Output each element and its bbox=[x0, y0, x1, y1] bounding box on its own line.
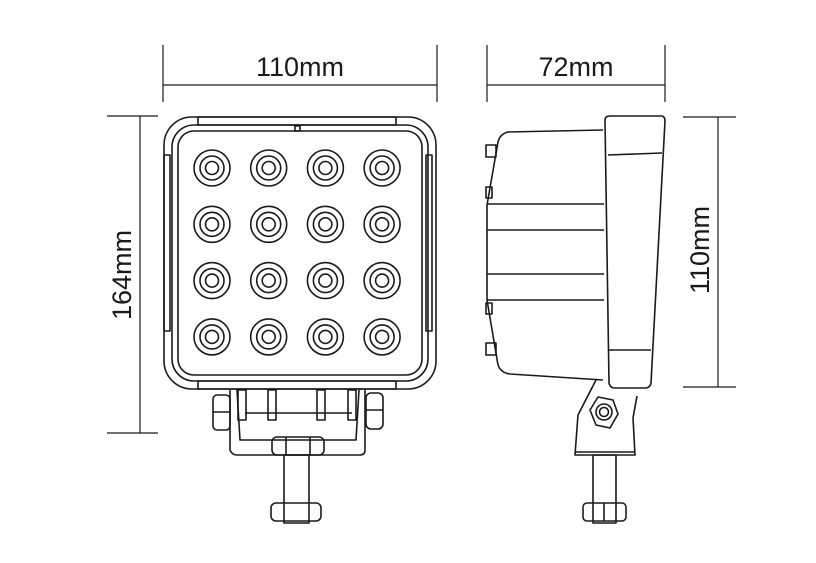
dimension-front-width: 110mm bbox=[162, 45, 438, 102]
side-view bbox=[485, 115, 666, 524]
led-4-4 bbox=[363, 318, 401, 356]
side-bolt bbox=[592, 454, 617, 524]
led-4-2 bbox=[249, 318, 288, 356]
led-1-3 bbox=[306, 149, 345, 187]
side-housing bbox=[486, 129, 604, 381]
dimension-side-depth: 72mm bbox=[486, 45, 666, 102]
led-1-4 bbox=[363, 149, 401, 187]
led-3-3 bbox=[306, 261, 345, 300]
led-3-1 bbox=[193, 261, 231, 300]
right-hex-nut bbox=[365, 392, 384, 430]
led-3-2 bbox=[249, 261, 288, 300]
led-2-2 bbox=[249, 205, 288, 244]
side-mount-bracket bbox=[574, 379, 638, 524]
front-lens bbox=[177, 130, 423, 376]
front-height-label: 164mm bbox=[107, 230, 137, 320]
side-depth-label: 72mm bbox=[538, 52, 613, 82]
led-4-3 bbox=[306, 318, 345, 356]
side-bezel bbox=[604, 115, 666, 389]
led-2-4 bbox=[363, 205, 401, 244]
front-mount-bracket bbox=[212, 389, 384, 524]
front-bolt bbox=[283, 454, 310, 524]
led-4-1 bbox=[193, 318, 231, 356]
side-height-label: 110mm bbox=[685, 206, 715, 294]
led-3-4 bbox=[363, 261, 401, 300]
led-1-1 bbox=[193, 149, 231, 187]
pivot-nut bbox=[589, 396, 619, 429]
front-view bbox=[163, 116, 437, 524]
front-bolt-nut bbox=[270, 502, 322, 522]
dimension-side-height: 110mm bbox=[683, 116, 736, 388]
led-2-3 bbox=[306, 205, 345, 244]
led-2-1 bbox=[193, 205, 231, 244]
led-grid bbox=[193, 149, 401, 356]
front-width-label: 110mm bbox=[256, 52, 344, 82]
dimension-front-height: 164mm bbox=[107, 115, 158, 434]
led-1-2 bbox=[249, 149, 288, 187]
